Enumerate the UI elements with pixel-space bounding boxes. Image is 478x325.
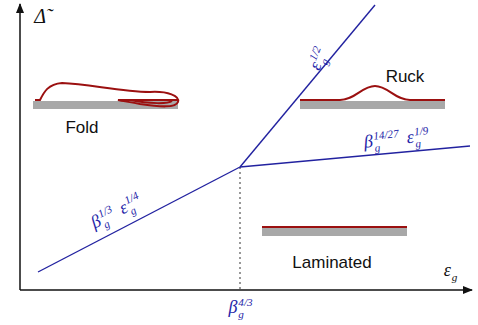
script-stack: 1/9g — [414, 125, 431, 150]
boundary-line — [38, 167, 240, 272]
script-stack: g — [452, 260, 458, 283]
region-label: Ruck — [386, 68, 425, 85]
script-stack: 14/27g — [373, 128, 401, 154]
symbol: Ruck — [386, 67, 425, 86]
region-label: Fold — [65, 119, 98, 136]
superscript: 14/27 — [373, 128, 400, 142]
ruck-sheet — [300, 86, 445, 100]
symbol: Laminated — [292, 253, 371, 272]
symbol: ε — [444, 260, 451, 280]
subscript: g — [415, 137, 430, 150]
substrate — [300, 101, 445, 109]
scaling-label: β4/3g — [228, 297, 255, 320]
x-axis — [20, 289, 472, 291]
dotted-line — [240, 167, 241, 290]
axis-label: Δ̃ — [34, 6, 46, 26]
symbol: β — [228, 297, 237, 317]
y-axis — [19, 4, 21, 290]
region-label: Laminated — [292, 254, 371, 271]
axis-label: ε g — [444, 260, 461, 283]
fold-sheet — [35, 83, 178, 106]
laminated-sheet — [262, 226, 407, 228]
symbol: Δ̃ — [34, 5, 46, 27]
scaling-law: β1/3g ε1/4g — [87, 189, 148, 236]
scaling-law: ε1/2g — [304, 42, 335, 74]
script-stack: 4/3g — [238, 297, 252, 320]
spacer — [452, 260, 458, 272]
substrate — [262, 228, 407, 236]
superscript: 1/9 — [414, 125, 429, 138]
fold-sheet — [130, 100, 172, 103]
symbol: ε — [405, 127, 414, 148]
superscript: 4/3 — [238, 297, 252, 309]
symbol: β — [363, 131, 374, 152]
boundary-line — [240, 146, 470, 167]
symbol: Fold — [65, 118, 98, 137]
boundary-line — [240, 5, 375, 167]
subscript: g — [452, 272, 458, 284]
subscript: g — [238, 309, 252, 321]
